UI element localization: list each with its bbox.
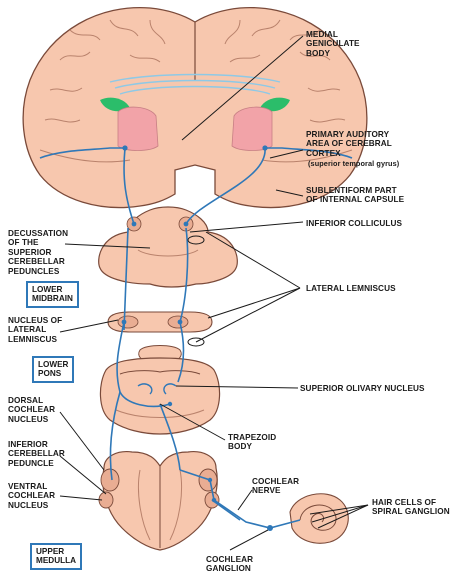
thalamus-right (231, 106, 273, 151)
primary-auditory-area-label: PRIMARY AUDITORY AREA OF CEREBRAL CORTEX (306, 130, 392, 158)
upper-medulla-box: UPPER MEDULLA (30, 543, 83, 570)
lower-midbrain-box: LOWER MIDBRAIN (26, 281, 79, 308)
green-structure-right (260, 97, 290, 112)
superior-olivary-nucleus-label: SUPERIOR OLIVARY NUCLEUS (300, 384, 425, 393)
cochlea (289, 493, 349, 544)
cochlear-ganglion-label: COCHLEAR GANGLION (206, 555, 254, 574)
nucleus-lateral-lemniscus-label: NUCLEUS OF LATERAL LEMNISCUS (8, 316, 63, 344)
upper-medulla-section (98, 451, 220, 551)
ventral-cochlear-nucleus-label: VENTRAL COCHLEAR NUCLEUS (8, 482, 56, 510)
lateral-lemniscus-slab (107, 311, 213, 333)
inferior-colliculus-label: INFERIOR COLLICULUS (306, 219, 403, 228)
superior-temporal-gyrus-label: (superior temporal gyrus) (308, 159, 400, 168)
cochlear-nerve-label: COCHLEAR NERVE (252, 477, 300, 496)
hair-cells-label: HAIR CELLS OF SPIRAL GANGLION (372, 498, 450, 517)
green-structure-left (100, 97, 130, 112)
medial-geniculate-body-label: MEDIAL GENICULATE BODY (306, 30, 360, 58)
trapezoid-body-label: TRAPEZOID BODY (228, 433, 277, 452)
cerebrum (22, 6, 368, 209)
leader-lines (59, 35, 369, 551)
lower-pons-box: LOWER PONS (32, 356, 75, 383)
lower-pons-section (99, 345, 221, 435)
sublentiform-label: SUBLENTIFORM PART OF INTERNAL CAPSULE (306, 186, 405, 205)
dorsal-cochlear-nucleus-label: DORSAL COCHLEAR NUCLEUS (8, 396, 56, 424)
inferior-cerebellar-peduncle-label: INFERIOR CEREBELLAR PEDUNCLE (8, 440, 65, 468)
auditory-pathway (39, 147, 353, 529)
decussation-label: DECUSSATION OF THE SUPERIOR CEREBELLAR P… (8, 229, 69, 276)
thalamus-left (117, 106, 159, 151)
pathway-nodes (121, 145, 273, 531)
lateral-lemniscus-label: LATERAL LEMNISCUS (306, 284, 396, 293)
